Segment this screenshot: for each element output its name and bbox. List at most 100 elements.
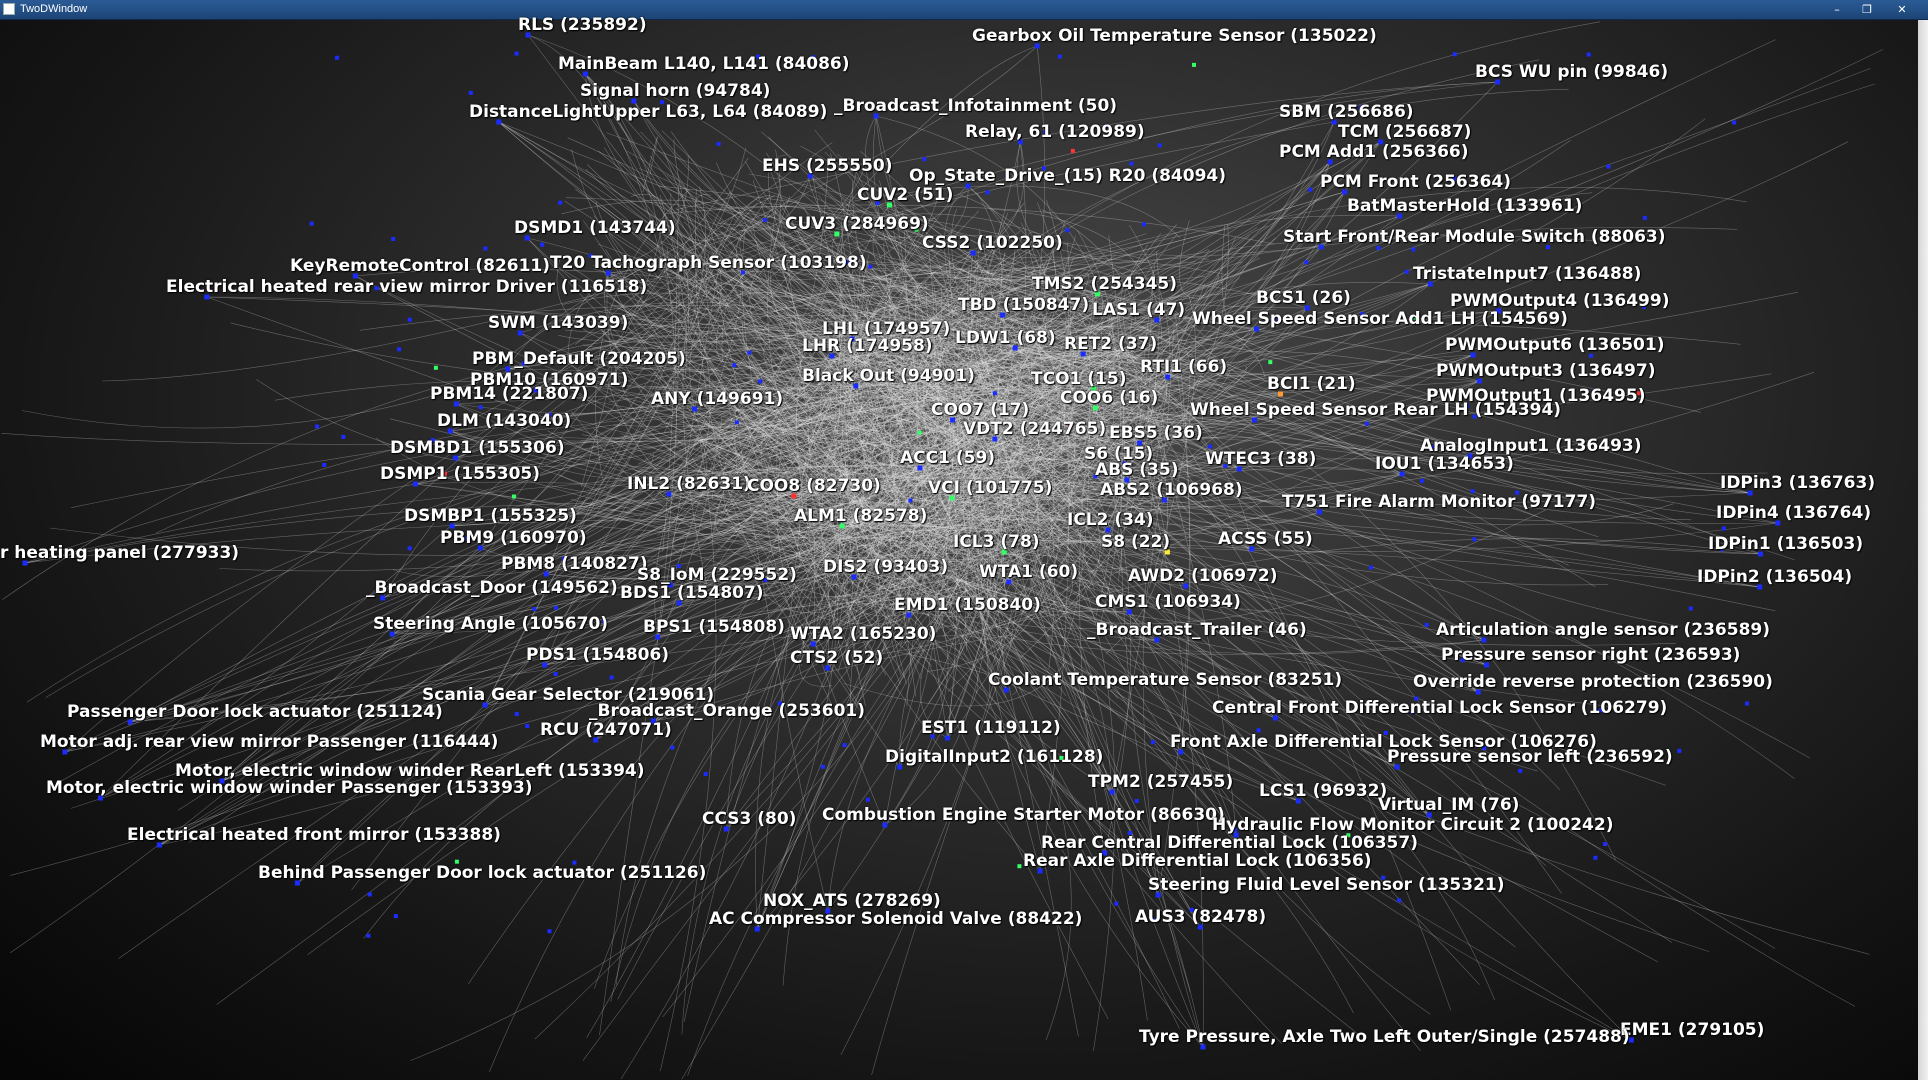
graph-node[interactable] — [930, 734, 935, 739]
graph-node[interactable] — [1515, 490, 1520, 495]
graph-node[interactable] — [204, 294, 210, 300]
graph-node[interactable] — [1589, 353, 1594, 358]
graph-node[interactable] — [1043, 130, 1048, 135]
graph-node[interactable] — [1346, 833, 1351, 838]
graph-node[interactable] — [1758, 551, 1763, 557]
graph-node[interactable] — [1470, 489, 1475, 494]
graph-node[interactable] — [1256, 728, 1261, 733]
graph-node[interactable] — [341, 434, 346, 439]
graph-node[interactable] — [453, 455, 458, 461]
graph-node[interactable] — [601, 619, 606, 624]
graph-node[interactable] — [1472, 537, 1477, 542]
graph-node[interactable] — [992, 436, 998, 442]
graph-node[interactable] — [517, 330, 523, 336]
graph-node[interactable] — [1001, 549, 1007, 555]
graph-node[interactable] — [1272, 715, 1278, 721]
graph-node[interactable] — [906, 612, 912, 618]
graph-node[interactable] — [853, 383, 859, 389]
graph-node[interactable] — [582, 71, 588, 77]
graph-node[interactable] — [525, 32, 531, 38]
graph-node[interactable] — [1207, 444, 1212, 449]
graph-node[interactable] — [887, 202, 892, 208]
graph-node[interactable] — [1318, 244, 1324, 250]
graph-node[interactable] — [1254, 326, 1259, 332]
graph-node[interactable] — [1427, 281, 1433, 287]
graph-node[interactable] — [1745, 701, 1749, 706]
graph-node[interactable] — [1124, 477, 1130, 483]
graph-node[interactable] — [1397, 898, 1402, 903]
minimize-button[interactable]: – — [1834, 3, 1840, 16]
graph-node[interactable] — [1424, 622, 1429, 627]
graph-node[interactable] — [1161, 497, 1167, 503]
graph-node[interactable] — [1331, 119, 1337, 125]
graph-node[interactable] — [1452, 52, 1457, 57]
graph-node[interactable] — [1606, 164, 1611, 169]
graph-node[interactable] — [1183, 583, 1189, 589]
graph-node[interactable] — [1065, 228, 1070, 233]
graph-node[interactable] — [449, 523, 455, 529]
graph-node[interactable] — [908, 498, 913, 503]
graph-node[interactable] — [992, 391, 997, 396]
graph-node[interactable] — [1017, 864, 1022, 869]
graph-node[interactable] — [1272, 318, 1277, 322]
graph-node[interactable] — [1278, 391, 1283, 397]
graph-node[interactable] — [747, 350, 752, 355]
graph-node[interactable] — [914, 227, 919, 232]
graph-node[interactable] — [1593, 855, 1598, 860]
graph-node[interactable] — [703, 772, 708, 777]
close-button[interactable]: ✕ — [1897, 3, 1907, 16]
maximize-button[interactable]: ❐ — [1862, 3, 1872, 16]
graph-node[interactable] — [443, 471, 447, 476]
graph-node[interactable] — [1192, 62, 1196, 67]
graph-node[interactable] — [1134, 799, 1139, 803]
graph-node[interactable] — [1410, 710, 1415, 715]
graph-node[interactable] — [380, 595, 386, 601]
graph-node[interactable] — [1109, 789, 1115, 795]
graph-node[interactable] — [762, 218, 767, 222]
graph-node[interactable] — [723, 826, 729, 832]
graph-node[interactable] — [547, 412, 552, 417]
graph-node[interactable] — [366, 933, 371, 938]
graph-node[interactable] — [1059, 756, 1064, 760]
graph-node[interactable] — [1420, 478, 1424, 483]
graph-node[interactable] — [1383, 730, 1388, 735]
graph-node[interactable] — [1747, 490, 1753, 496]
graph-node[interactable] — [514, 712, 519, 716]
graph-node[interactable] — [631, 98, 637, 104]
graph-node[interactable] — [1376, 246, 1381, 250]
graph-node[interactable] — [478, 405, 483, 410]
graph-node[interactable] — [1233, 832, 1239, 838]
graph-node[interactable] — [1327, 159, 1333, 165]
graph-node[interactable] — [588, 253, 593, 258]
graph-node[interactable] — [839, 523, 845, 529]
vertical-scrollbar[interactable] — [1918, 20, 1928, 1080]
graph-node[interactable] — [1475, 689, 1481, 695]
graph-node[interactable] — [1397, 213, 1402, 219]
graph-node[interactable] — [1091, 386, 1097, 392]
graph-node[interactable] — [1364, 421, 1369, 426]
graph-node[interactable] — [543, 571, 549, 577]
graph-node[interactable] — [1719, 547, 1724, 552]
graph-node[interactable] — [949, 495, 955, 501]
graph-node[interactable] — [1404, 269, 1409, 274]
graph-node[interactable] — [1092, 405, 1098, 411]
graph-node[interactable] — [389, 631, 395, 637]
graph-node[interactable] — [352, 273, 358, 279]
graph-node[interactable] — [525, 724, 530, 728]
graph-node[interactable] — [1070, 148, 1075, 153]
graph-node[interactable] — [1304, 305, 1310, 311]
graph-node[interactable] — [1426, 812, 1432, 818]
graph-node[interactable] — [483, 246, 488, 251]
graph-node[interactable] — [477, 545, 483, 551]
graph-node[interactable] — [553, 605, 558, 610]
graph-node[interactable] — [1484, 662, 1490, 668]
graph-node[interactable] — [668, 582, 673, 588]
graph-node[interactable] — [777, 701, 782, 706]
graph-node[interactable] — [985, 190, 990, 195]
graph-node[interactable] — [1005, 174, 1010, 178]
graph-node[interactable] — [970, 250, 976, 256]
graph-node[interactable] — [447, 428, 453, 434]
graph-node[interactable] — [1381, 875, 1386, 880]
graph-node[interactable] — [524, 235, 530, 241]
graph-node[interactable] — [1628, 1037, 1634, 1043]
